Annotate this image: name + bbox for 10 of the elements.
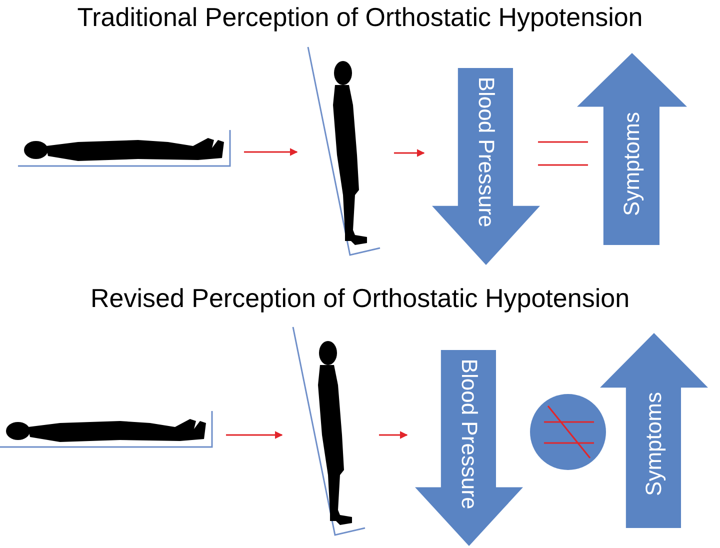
arrow-label: Symptoms: [619, 112, 645, 216]
arrow: [244, 148, 298, 156]
arrow-label: Blood Pressure: [473, 76, 499, 228]
arrow: [226, 431, 283, 439]
arrow: [379, 431, 408, 439]
arrow: [394, 149, 425, 157]
arrow-label: Blood Pressure: [456, 358, 482, 510]
arrow-label: Symptoms: [641, 392, 667, 496]
heading: Traditional Perception of Orthostatic Hypotension: [76, 2, 644, 33]
heading: Revised Perception of Orthostatic Hypotension: [89, 283, 631, 314]
